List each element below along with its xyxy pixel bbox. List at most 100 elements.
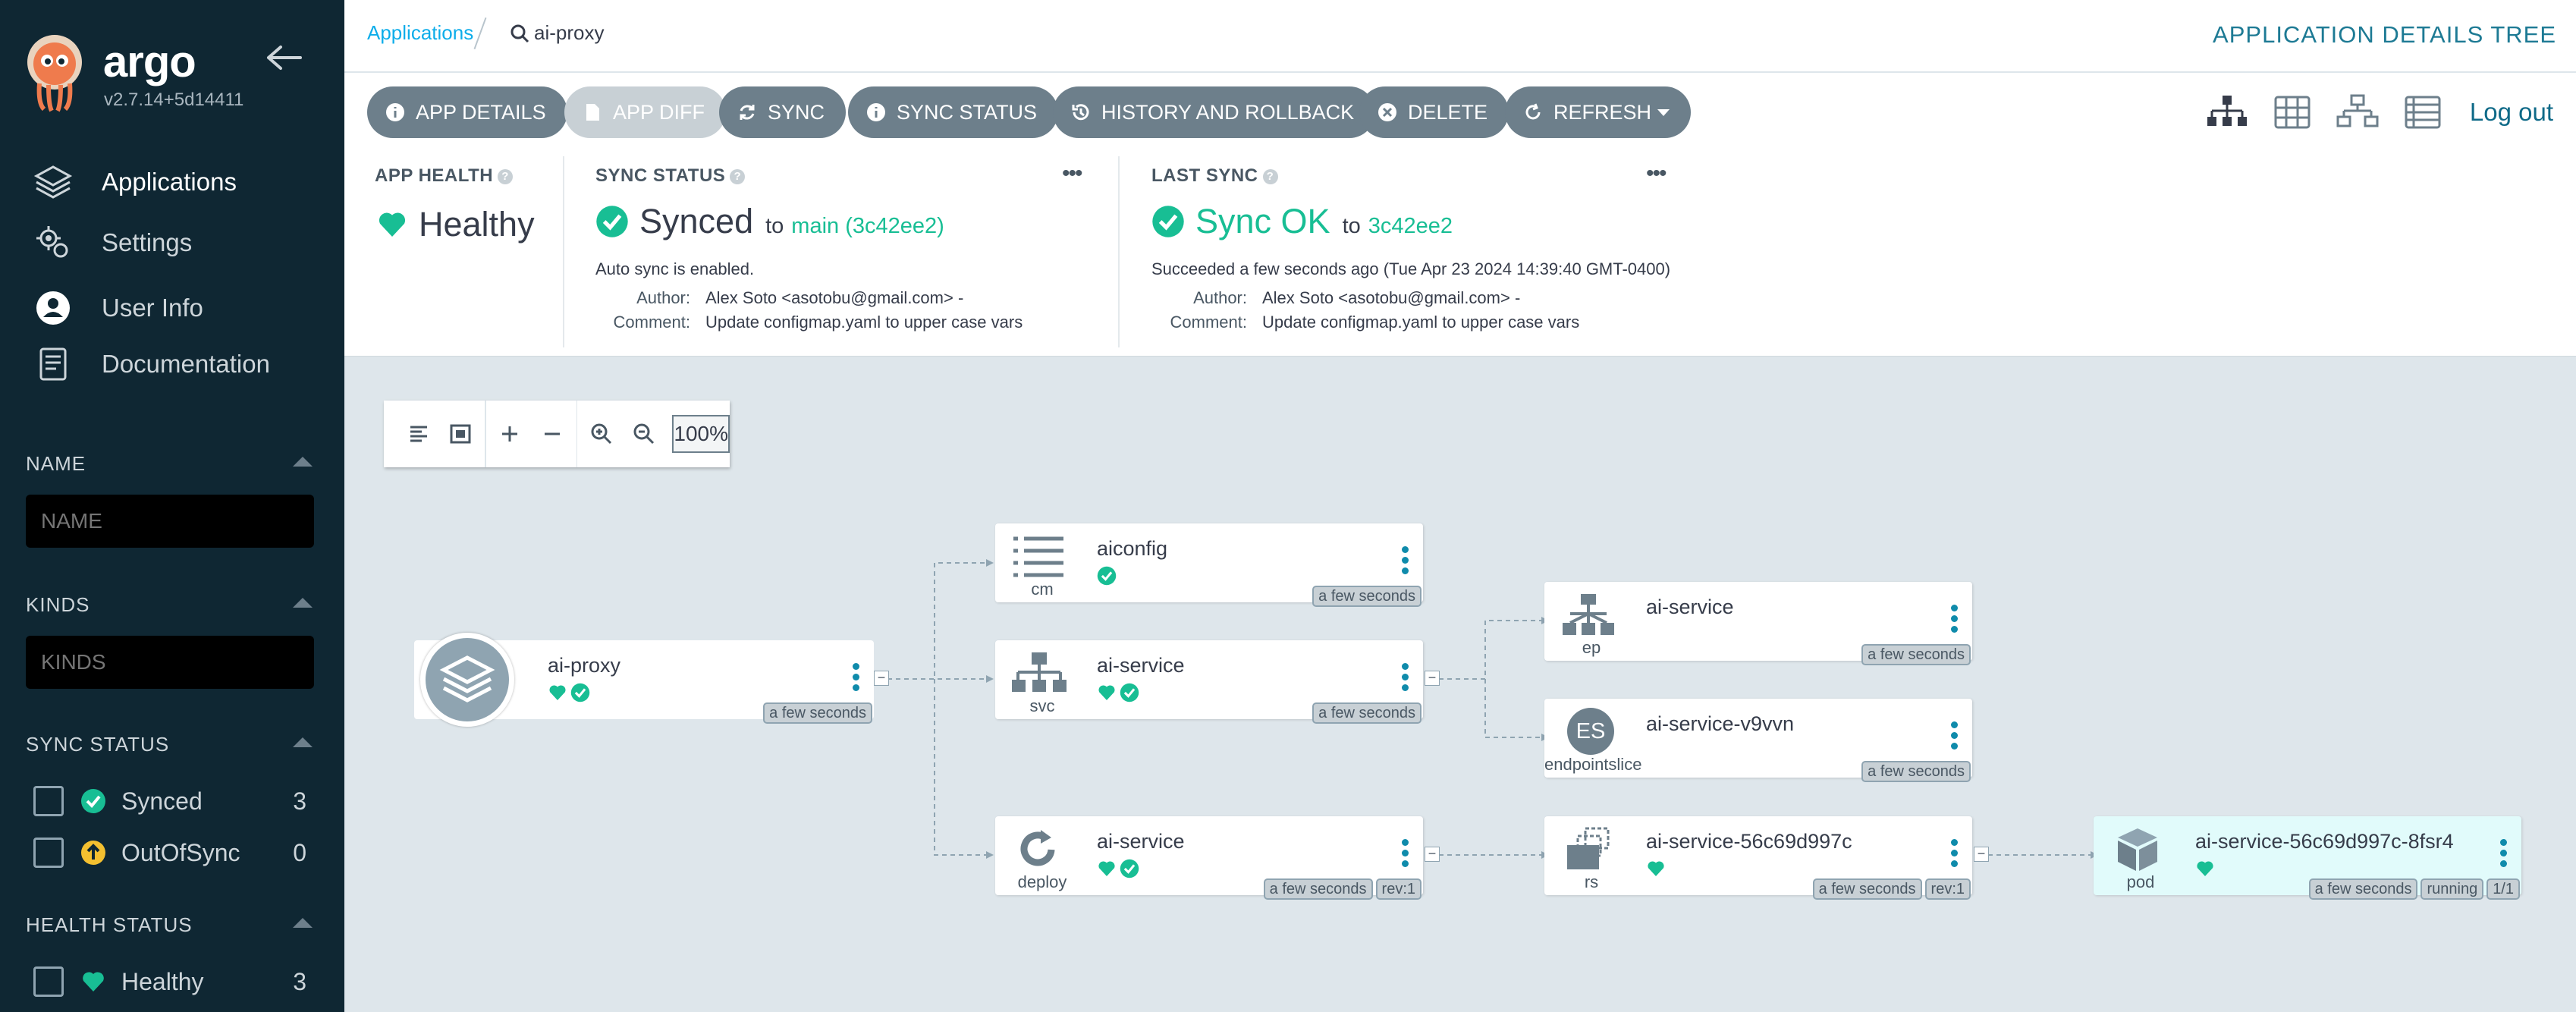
help-icon[interactable]: ? [1262, 168, 1278, 184]
collapse-node-toggle[interactable]: − [1974, 847, 1989, 862]
nav-settings[interactable]: Settings [33, 220, 192, 266]
kebab-icon[interactable] [1951, 839, 1959, 871]
history-rollback-button[interactable]: HISTORY AND ROLLBACK [1053, 86, 1376, 138]
help-icon[interactable]: ? [730, 168, 746, 184]
refresh-button[interactable]: REFRESH [1505, 86, 1692, 138]
kebab-icon[interactable] [1951, 605, 1959, 636]
kind-label: endpointslice [1544, 755, 1642, 774]
resource-node-deploy[interactable]: deploy ai-service a few seconds rev:1 [995, 816, 1423, 900]
revision-tag: rev:1 [1924, 878, 1971, 900]
checkbox[interactable] [33, 838, 64, 868]
kebab-icon[interactable] [1402, 546, 1409, 578]
sync-button[interactable]: SYNC [719, 86, 847, 138]
sync-status-button[interactable]: SYNC STATUS [848, 86, 1059, 138]
arrow-up-circle-icon [81, 841, 105, 865]
list-view-icon[interactable] [2402, 93, 2444, 132]
pod-status-tag: running [2420, 878, 2484, 900]
collapse-caret-icon[interactable] [293, 457, 313, 467]
sync-revision-link[interactable]: main (3c42ee2) [791, 214, 944, 238]
node-status [1097, 566, 1120, 586]
user-icon [33, 288, 73, 328]
node-name: ai-service [1097, 830, 1185, 853]
kinds-filter-input[interactable] [26, 636, 314, 689]
last-sync-revision-link[interactable]: 3c42ee2 [1368, 214, 1453, 238]
check-circle-icon [81, 789, 105, 813]
configmap-icon [1013, 536, 1063, 577]
zoom-in-icon[interactable] [580, 411, 622, 457]
filter-outofsync[interactable]: OutOfSync 0 [33, 836, 306, 869]
endpointslice-badge-icon: ES [1567, 708, 1614, 755]
kebab-icon[interactable] [1402, 839, 1409, 871]
file-icon [586, 104, 599, 121]
more-options-icon[interactable]: ••• [1646, 161, 1667, 186]
age-tag: a few seconds [2308, 878, 2418, 900]
zoom-out-icon[interactable] [623, 411, 664, 457]
service-icon [1012, 652, 1067, 692]
app-details-button[interactable]: APP DETAILS [367, 86, 567, 138]
refresh-icon [1525, 103, 1541, 120]
resource-node-pod[interactable]: pod ai-service-56c69d997c-8fsr4 a few se… [2094, 816, 2521, 900]
last-sync-status-text: Sync OK [1195, 202, 1330, 240]
tree-view-icon[interactable] [2206, 93, 2248, 132]
checkbox[interactable] [33, 786, 64, 816]
collapse-sidebar-icon[interactable] [265, 42, 303, 73]
kebab-icon[interactable] [1402, 663, 1409, 695]
status-panel: APP HEALTH? Healthy SYNC STATUS? ••• Syn… [344, 152, 2576, 357]
kebab-icon[interactable] [853, 663, 860, 691]
logout-link[interactable]: Log out [2469, 98, 2553, 126]
resource-node-rs[interactable]: rs ai-service-56c69d997c a few seconds r… [1544, 816, 1972, 900]
app-health-value: Healthy [375, 205, 535, 244]
checkbox[interactable] [33, 966, 64, 997]
collapse-all-icon[interactable] [531, 411, 573, 457]
collapse-caret-icon[interactable] [293, 737, 313, 747]
divider [1118, 156, 1120, 347]
resource-node-ep[interactable]: ep ai-service a few seconds [1544, 582, 1972, 665]
fit-screen-icon[interactable] [439, 411, 481, 457]
nav-label: Settings [102, 228, 193, 256]
gears-icon [33, 223, 73, 262]
resource-node-svc[interactable]: svc ai-service a few seconds [995, 640, 1423, 724]
auto-sync-text: Auto sync is enabled. [595, 259, 755, 278]
check-circle-icon [1152, 206, 1184, 237]
comment-value: Update configmap.yaml to upper case vars [1262, 313, 1580, 332]
app-diff-button[interactable]: APP DIFF [564, 86, 727, 138]
to-label: to [765, 214, 784, 238]
pods-view-icon[interactable] [2271, 93, 2314, 132]
collapse-caret-icon[interactable] [293, 598, 313, 608]
node-menu[interactable] [853, 663, 860, 695]
check-circle-icon [1120, 859, 1139, 878]
author-key: Author: [1193, 288, 1247, 307]
node-status [2195, 859, 2218, 878]
filter-sync-title: SYNC STATUS [26, 733, 170, 756]
filter-label: OutOfSync [121, 838, 240, 866]
filter-healthy[interactable]: Healthy 3 [33, 965, 306, 998]
filter-synced[interactable]: Synced 3 [33, 784, 306, 818]
nav-user-info[interactable]: User Info [33, 285, 203, 331]
resource-node-endpointslice[interactable]: ES endpointslice ai-service-v9vvn a few … [1544, 699, 1972, 782]
more-options-icon[interactable]: ••• [1062, 161, 1082, 186]
filter-count: 0 [293, 838, 306, 866]
book-icon [33, 344, 73, 384]
collapse-node-toggle[interactable]: − [1425, 847, 1440, 862]
align-left-icon[interactable] [397, 411, 439, 457]
name-filter-input[interactable] [26, 495, 314, 548]
expand-all-icon[interactable] [489, 411, 531, 457]
to-label: to [1342, 214, 1361, 238]
author-key: Author: [636, 288, 690, 307]
breadcrumb-applications[interactable]: Applications [367, 21, 474, 44]
kebab-icon[interactable] [1951, 721, 1959, 753]
zoom-level[interactable]: 100% [672, 415, 730, 453]
nav-applications[interactable]: Applications [33, 159, 237, 205]
graph-controls: 100% [384, 401, 730, 467]
network-view-icon[interactable] [2336, 93, 2379, 132]
heart-icon [1098, 685, 1115, 700]
kind-label: cm [1031, 580, 1054, 599]
collapse-caret-icon[interactable] [293, 918, 313, 928]
delete-button[interactable]: DELETE [1359, 86, 1509, 138]
resource-node-cm[interactable]: cm aiconfig a few seconds [995, 523, 1423, 607]
collapse-node-toggle[interactable]: − [1425, 671, 1440, 686]
help-icon[interactable]: ? [498, 168, 514, 184]
kebab-icon[interactable] [2500, 839, 2508, 871]
nav-documentation[interactable]: Documentation [33, 341, 270, 387]
collapse-node-toggle[interactable]: − [874, 671, 889, 686]
